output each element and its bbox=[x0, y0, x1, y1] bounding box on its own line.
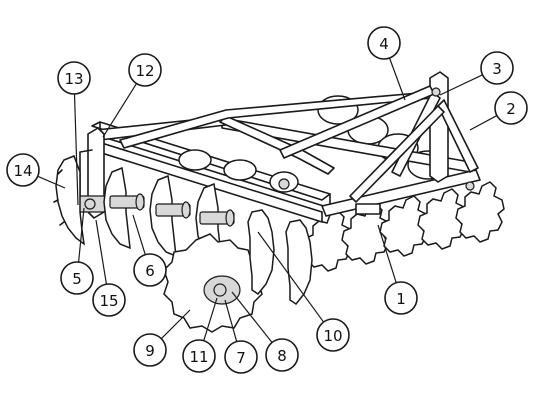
callout-leader bbox=[439, 74, 483, 96]
callout-leader bbox=[469, 115, 498, 131]
callout-14: 14 bbox=[6, 153, 66, 189]
callout-circle bbox=[133, 253, 167, 287]
callout-circle bbox=[494, 91, 528, 125]
callout-leader bbox=[160, 309, 191, 340]
callout-circle bbox=[92, 283, 126, 317]
callout-leader bbox=[37, 175, 66, 189]
callout-number: 5 bbox=[72, 270, 82, 288]
callout-11: 11 bbox=[182, 297, 218, 373]
callout-circle bbox=[60, 261, 94, 295]
callout-circle bbox=[57, 61, 91, 95]
callout-number: 2 bbox=[506, 100, 516, 118]
callout-circle bbox=[182, 339, 216, 373]
callout-15: 15 bbox=[92, 219, 126, 317]
callout-circle bbox=[316, 318, 350, 352]
hitch-tower bbox=[279, 71, 479, 215]
callout-number: 7 bbox=[236, 349, 246, 367]
callout-number: 4 bbox=[379, 35, 389, 53]
callout-leader bbox=[102, 83, 138, 138]
callout-10: 10 bbox=[257, 231, 350, 352]
callout-number: 3 bbox=[492, 60, 502, 78]
callout-5: 5 bbox=[60, 207, 94, 295]
callout-number: 9 bbox=[145, 342, 155, 360]
callout-circle bbox=[480, 51, 514, 85]
callout-6: 6 bbox=[132, 214, 167, 287]
callout-circle bbox=[6, 153, 40, 187]
callout-circle bbox=[133, 333, 167, 367]
callout-number: 13 bbox=[64, 70, 83, 88]
callout-leader bbox=[77, 207, 85, 263]
front-disc bbox=[285, 219, 313, 306]
axle-nut bbox=[213, 283, 227, 297]
rear-disc bbox=[417, 188, 467, 250]
front-disc-gang bbox=[53, 155, 313, 333]
callout-13: 13 bbox=[57, 61, 91, 206]
callout-8: 8 bbox=[231, 291, 299, 372]
callout-3: 3 bbox=[439, 51, 514, 96]
callout-9: 9 bbox=[133, 309, 191, 367]
callout-circle bbox=[128, 53, 162, 87]
callout-number: 11 bbox=[189, 348, 208, 366]
callout-number: 8 bbox=[277, 347, 287, 365]
callout-7: 7 bbox=[224, 299, 258, 374]
callout-circle bbox=[224, 340, 258, 374]
callout-circle bbox=[384, 281, 418, 315]
end-bracket bbox=[73, 127, 107, 219]
rear-disc bbox=[379, 195, 429, 257]
callout-number: 6 bbox=[145, 262, 155, 280]
callout-leader bbox=[73, 93, 79, 206]
callout-circle bbox=[265, 338, 299, 372]
callout-leader bbox=[377, 224, 397, 283]
rear-disc bbox=[455, 181, 505, 243]
upper-disc-row bbox=[178, 149, 299, 193]
callout-2: 2 bbox=[469, 91, 528, 131]
front-disc bbox=[247, 209, 275, 296]
callout-leader bbox=[257, 231, 325, 323]
callout-leader bbox=[224, 299, 238, 342]
callout-number: 15 bbox=[99, 292, 118, 310]
callout-4: 4 bbox=[367, 26, 406, 101]
callout-circle bbox=[367, 26, 401, 60]
callout-leader bbox=[132, 214, 146, 255]
callout-leader bbox=[203, 297, 218, 341]
callout-number: 1 bbox=[396, 290, 406, 308]
callout-12: 12 bbox=[102, 53, 162, 138]
callout-number: 12 bbox=[135, 62, 154, 80]
callout-leader bbox=[231, 291, 273, 343]
rear-disc-gang bbox=[303, 95, 505, 272]
callout-leader bbox=[95, 219, 108, 285]
callout-number: 14 bbox=[13, 162, 32, 180]
rear-disc bbox=[303, 210, 353, 272]
callout-number: 10 bbox=[323, 327, 342, 345]
rear-disc bbox=[341, 203, 391, 265]
callout-1: 1 bbox=[377, 224, 418, 315]
callout-leader bbox=[388, 57, 406, 101]
